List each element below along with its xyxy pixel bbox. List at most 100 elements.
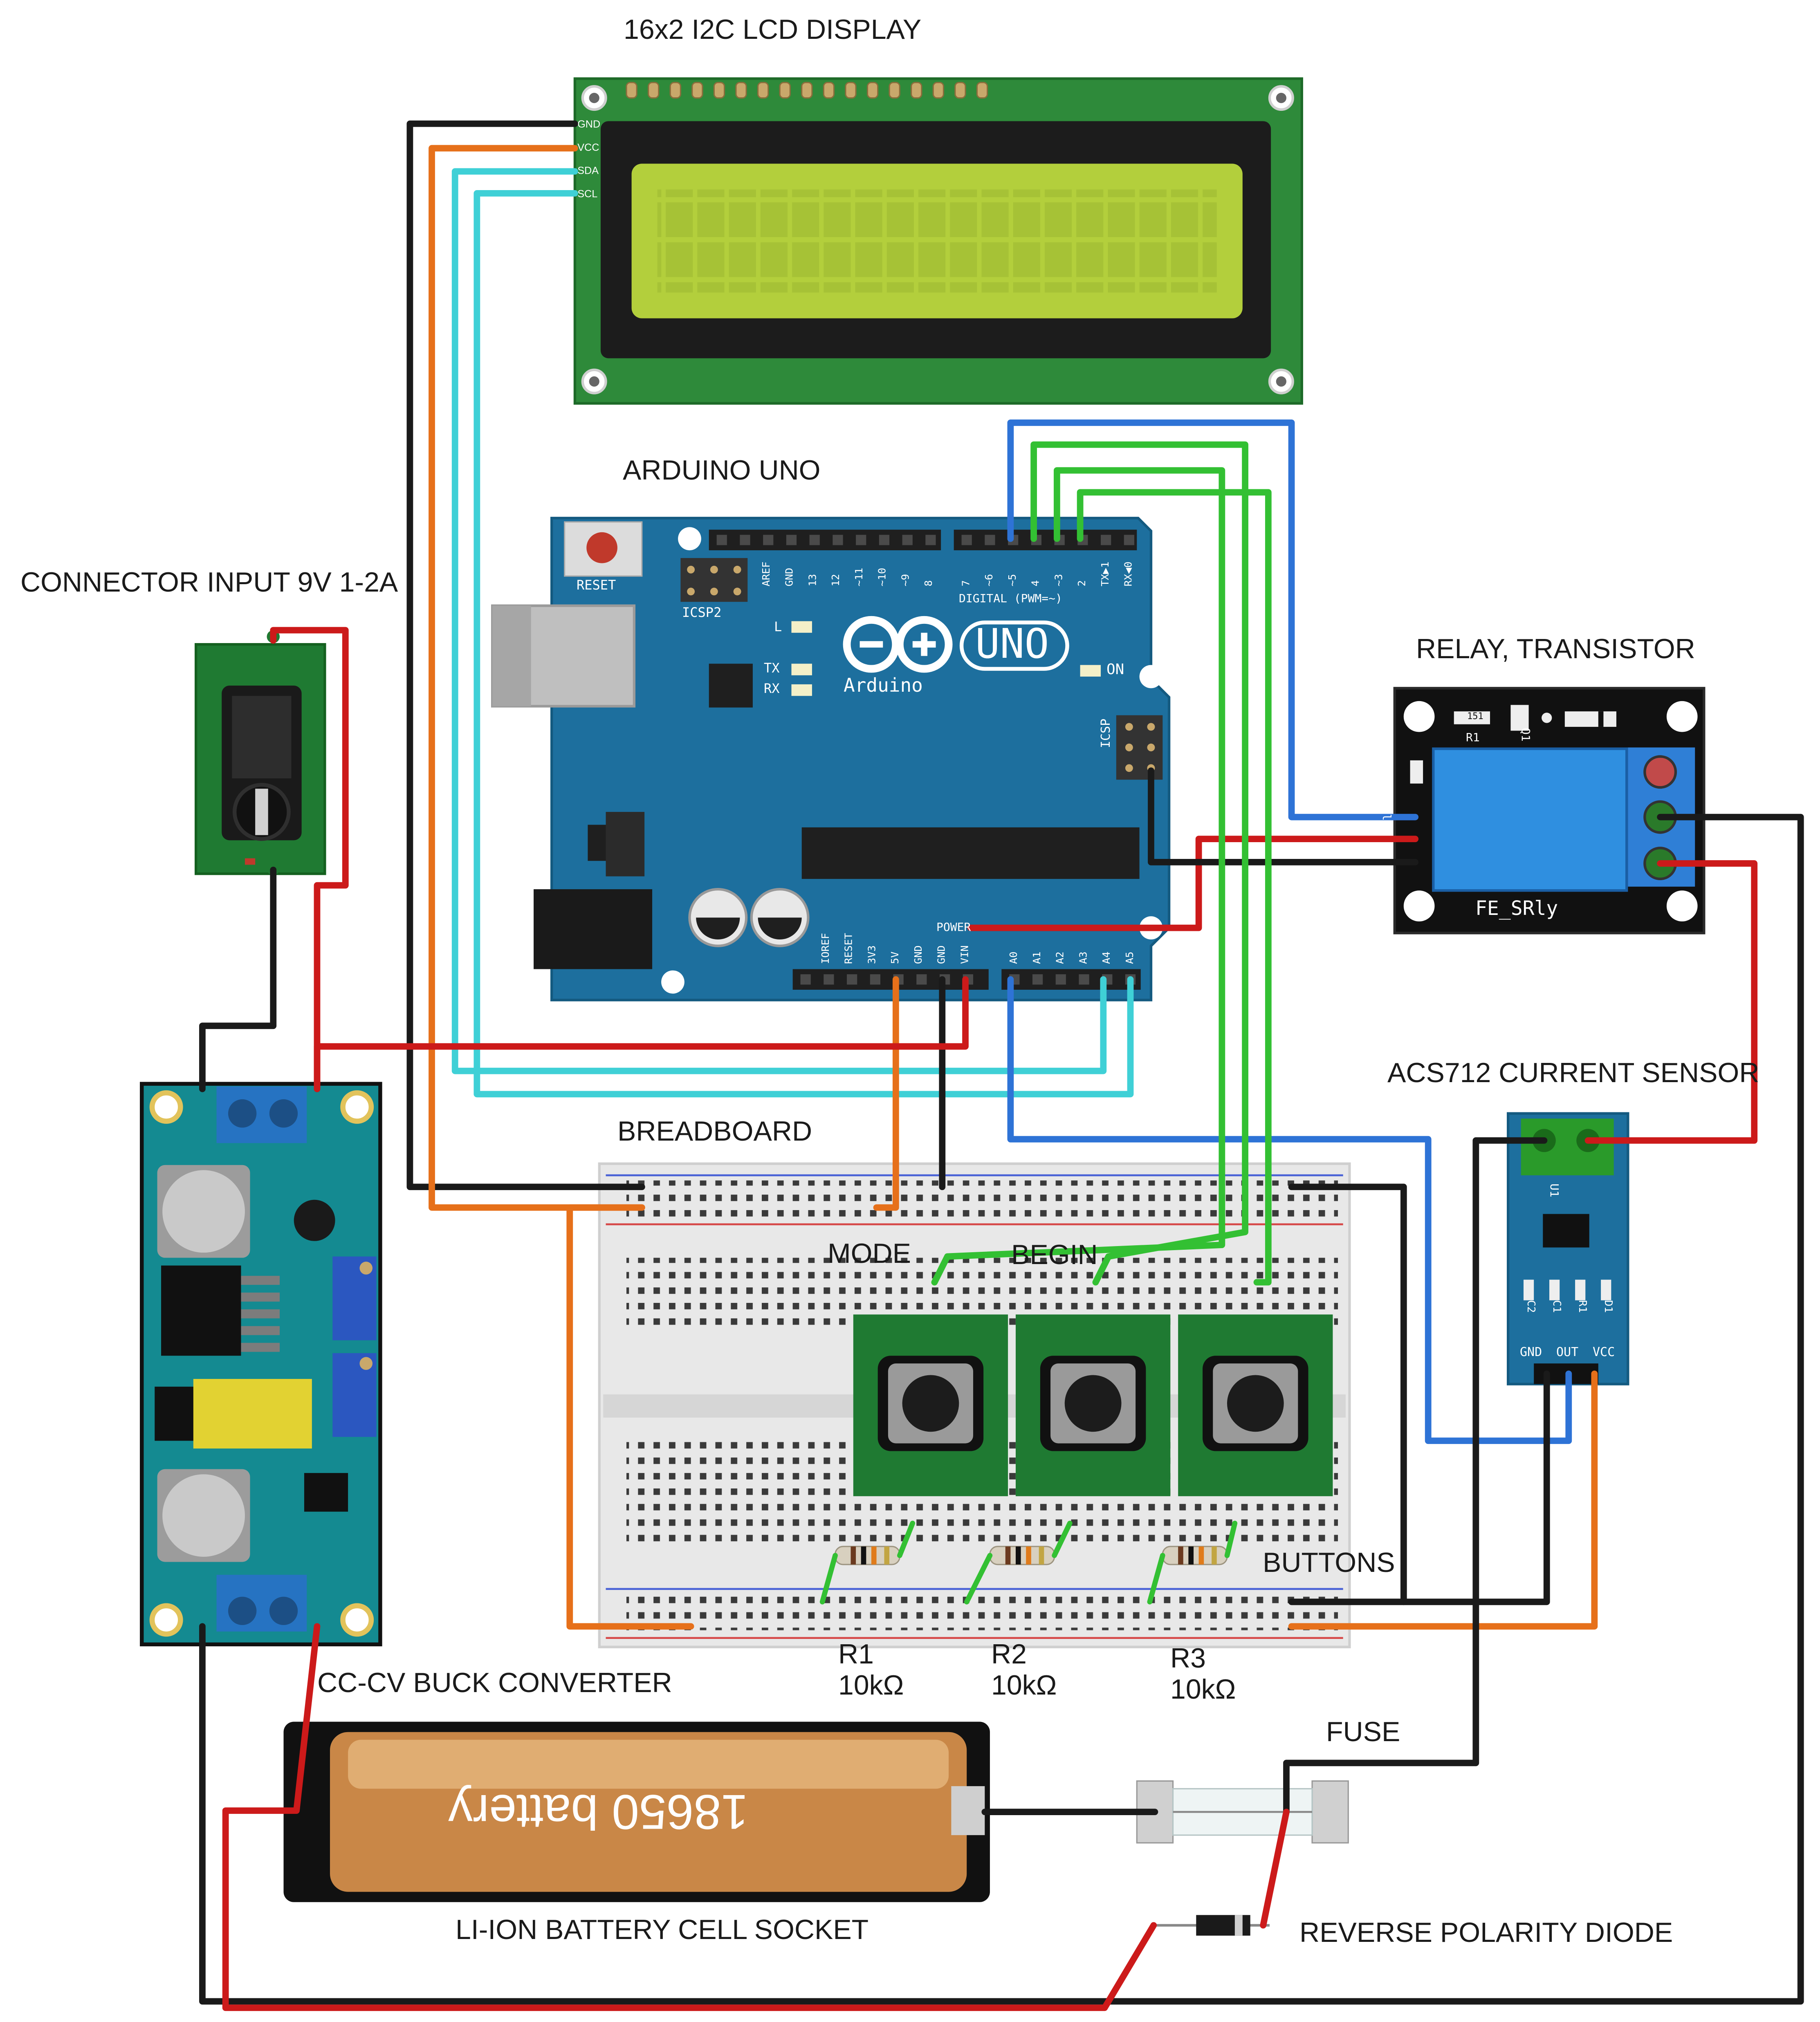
buck-converter xyxy=(140,1082,382,1647)
diode-title: REVERSE POLARITY DIODE xyxy=(1299,1917,1673,1948)
arduino-digital-pin-b-7: RX◀0 xyxy=(1122,562,1134,587)
arduino-icsp-label: ICSP xyxy=(1099,718,1113,748)
lcd-title: 16x2 I2C LCD DISPLAY xyxy=(624,14,922,45)
dc-input-connector xyxy=(194,630,326,875)
arduino-analog-pin-0: A0 xyxy=(1008,952,1019,964)
r2-label: R2 xyxy=(991,1639,1027,1670)
wire-relay-signal xyxy=(1007,419,1419,820)
buck-title: CC-CV BUCK CONVERTER xyxy=(317,1667,672,1698)
arduino-power-pin-6: VIN xyxy=(958,945,970,964)
arduino-power-pin-0: IOREF xyxy=(819,933,831,964)
arduino-digital-pin-b-1: ~6 xyxy=(983,574,995,586)
arduino-brand: Arduino xyxy=(844,674,923,696)
fuse-title: FUSE xyxy=(1326,1716,1400,1747)
r1-value: 10kΩ xyxy=(838,1670,904,1701)
wire-fuse-to-diode xyxy=(1260,1809,1290,1929)
acs712-sensor xyxy=(1506,1112,1629,1385)
battery-holder xyxy=(283,1722,990,1902)
acs-r1-label: R1 xyxy=(1576,1300,1589,1313)
r2-value: 10kΩ xyxy=(991,1670,1057,1701)
wire-button-third xyxy=(1077,489,1272,1286)
dc-jack xyxy=(534,889,653,969)
arduino-digital-pin-b-2: ~5 xyxy=(1006,574,1018,586)
wire-relay-gnd xyxy=(1148,767,1419,865)
arduino-power-pin-5: GND xyxy=(936,945,947,964)
lcd-display: GND VCC SDA SCL xyxy=(573,77,1303,405)
lcd-header-pins xyxy=(626,82,988,99)
relay-title: RELAY, TRANSISTOR xyxy=(1416,633,1695,664)
arduino-digital-pin-3: 12 xyxy=(830,574,842,586)
relay-module xyxy=(1393,687,1706,935)
wire-acs-vcc xyxy=(1288,1370,1598,1630)
arduino-digital-label: DIGITAL (PWM=~) xyxy=(959,592,1062,605)
arduino-on-label: ON xyxy=(1106,661,1124,678)
wire-lcd-sda xyxy=(451,168,1107,1074)
lcd-pin-vcc: VCC xyxy=(577,142,599,153)
acs-pin-out: OUT xyxy=(1556,1345,1579,1359)
acs-c2-label: C2 xyxy=(1525,1300,1537,1313)
battery-socket-title: LI-ION BATTERY CELL SOCKET xyxy=(456,1914,869,1945)
begin-label: BEGIN xyxy=(1011,1239,1098,1270)
arduino-digital-pin-4: ~11 xyxy=(853,568,865,587)
wire-lcd-scl xyxy=(474,190,1134,1098)
arduino-analog-pin-2: A2 xyxy=(1054,952,1066,964)
arduino-power-pin-4: GND xyxy=(912,945,924,964)
reset-button xyxy=(564,521,643,577)
wires xyxy=(199,120,1804,2011)
battery-text: 18650 battery xyxy=(448,1784,748,1839)
acs-pin-vcc: VCC xyxy=(1593,1345,1615,1359)
reverse-polarity-diode xyxy=(1153,1915,1270,1936)
button-begin xyxy=(1015,1314,1171,1496)
arduino-rx-label: RX xyxy=(764,681,780,696)
r3-label: R3 xyxy=(1170,1643,1206,1674)
relay-name: FE_SRly xyxy=(1475,897,1558,920)
r1-label: R1 xyxy=(838,1639,874,1670)
button-mode xyxy=(853,1314,1008,1496)
arduino-digital-pin-b-5: 2 xyxy=(1076,580,1088,586)
arduino-analog-pin-4: A4 xyxy=(1100,952,1112,964)
wire-button-mode xyxy=(1030,441,1248,1286)
fuse xyxy=(1136,1780,1349,1844)
arduino-digital-pin-6: ~9 xyxy=(899,574,911,586)
arduino-digital-pin-2: 13 xyxy=(806,574,818,586)
wire-bb-vcc-link xyxy=(566,1204,694,1630)
arduino-digital-pin-7: 8 xyxy=(922,580,934,586)
wire-button-begin xyxy=(931,467,1225,1286)
arduino-uno-logo-text: UNO xyxy=(975,620,1049,668)
arduino-reset-label: RESET xyxy=(577,577,616,593)
wire-relay-vcc xyxy=(967,836,1419,931)
acs-c1-label: C1 xyxy=(1551,1300,1563,1313)
lcd-pin-scl: SCL xyxy=(577,188,597,200)
lcd-pin-gnd: GND xyxy=(577,119,600,130)
wire-input-negative xyxy=(199,866,277,1092)
wire-relay-com xyxy=(199,814,1804,2005)
arduino-digital-pin-0: AREF xyxy=(760,562,772,587)
lcd-pin-sda: SDA xyxy=(577,165,599,177)
resistors xyxy=(835,1546,1228,1565)
arduino-power-pin-3: 5V xyxy=(889,952,901,964)
arduino-digital-pin-5: ~10 xyxy=(876,568,888,587)
acs-title: ACS712 CURRENT SENSOR xyxy=(1387,1057,1759,1088)
wire-acs-out xyxy=(1007,976,1572,1444)
arduino-uno xyxy=(491,517,1171,1002)
relay-led-label: ON_led xyxy=(1380,793,1394,835)
wire-5v xyxy=(873,976,899,1211)
acs-d1-label: D1 xyxy=(1602,1300,1614,1313)
arduino-logo xyxy=(843,616,953,673)
arduino-title: ARDUINO UNO xyxy=(623,455,821,486)
arduino-analog-pin-5: A5 xyxy=(1124,952,1136,964)
wire-input-positive xyxy=(270,627,349,1092)
wire-acs-to-fuse xyxy=(1283,1137,1548,1816)
r3-value: 10kΩ xyxy=(1170,1674,1236,1705)
arduino-analog-pin-3: A3 xyxy=(1077,952,1089,964)
arduino-l-label: L xyxy=(774,619,782,634)
arduino-icsp2-label: ICSP2 xyxy=(682,605,722,620)
breadboard-title: BREADBOARD xyxy=(617,1116,812,1147)
arduino-power-pin-2: 3V3 xyxy=(866,945,877,964)
wire-diode-to-buck xyxy=(222,1623,1157,2011)
arduino-digital-pin-b-3: 4 xyxy=(1030,580,1041,586)
arduino-power-pin-1: RESET xyxy=(843,933,855,964)
arduino-power-label: POWER xyxy=(936,920,971,934)
acs-pin-gnd: GND xyxy=(1520,1345,1542,1359)
